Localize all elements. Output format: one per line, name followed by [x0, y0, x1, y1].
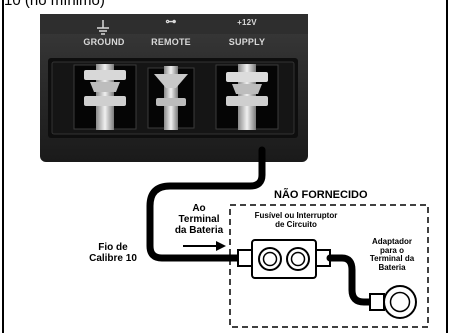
ground-label: GROUND [83, 37, 125, 47]
adapter-line-3: Terminal da [369, 254, 415, 264]
fuse-breaker-line-2: de Circuito [275, 219, 317, 229]
to-battery-line-3: da Bateria [174, 224, 224, 236]
supply-label: SUPPLY [228, 37, 266, 47]
supply-voltage-label: +12V [237, 18, 257, 27]
ground-symbol-icon [97, 20, 109, 35]
to-battery-line-2: Terminal [178, 213, 220, 225]
wire-gauge-label: Fio de Calibre 10 [82, 242, 144, 265]
terminal-supply [215, 64, 279, 130]
remote-label: REMOTE [151, 37, 191, 47]
fuse-breaker-line-1: Fusível ou Interruptor [254, 211, 338, 220]
terminal-remote [147, 66, 195, 130]
adapter-label: Adaptador para o Terminal da Bateria [360, 237, 424, 273]
arrow-right-icon [183, 241, 226, 251]
top-note: 10 (no mínimo) [4, 0, 105, 9]
adapter-wire [326, 254, 382, 306]
battery-adapter [369, 285, 417, 319]
to-battery-terminal-label: Ao Terminal da Bateria [168, 203, 230, 236]
fuse-holder [237, 239, 331, 279]
adapter-line-1: Adaptador [372, 237, 412, 246]
terminal-ground [73, 64, 137, 130]
fuse-breaker-label: Fusível ou Interruptor de Circuito [236, 211, 356, 229]
adapter-line-2: para o [379, 245, 404, 255]
wire-gauge-line-2: Calibre 10 [89, 252, 137, 264]
power-wire [146, 146, 266, 262]
not-supplied-label: NÃO FORNECIDO [274, 189, 368, 201]
adapter-line-4: Bateria [378, 262, 406, 272]
wire-gauge-line-1: Fio de [98, 242, 128, 253]
remote-symbol-icon: ⊶ [165, 16, 177, 28]
to-battery-line-1: Ao [192, 203, 206, 214]
